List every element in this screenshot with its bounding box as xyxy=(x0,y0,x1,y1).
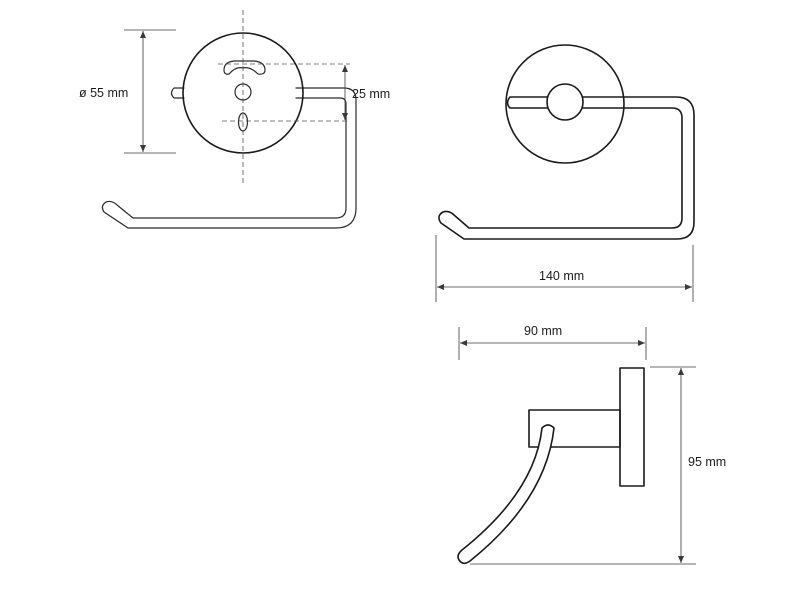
front-view-rod xyxy=(438,96,695,240)
front-view: 140 mm xyxy=(435,44,695,302)
side-view: 90 mm 95 mm xyxy=(457,324,726,565)
mounting-plate xyxy=(182,32,304,154)
depth-label: 90 mm xyxy=(524,324,562,338)
mounting-view-stub xyxy=(170,87,185,99)
side-view-arm xyxy=(528,409,621,448)
front-view-cap xyxy=(546,83,584,121)
height-label: 95 mm xyxy=(688,455,726,469)
side-view-rod xyxy=(457,424,555,565)
side-view-plate xyxy=(619,367,645,487)
hole-spacing-label: 25 mm xyxy=(352,87,390,101)
mounting-view: ø 55 mm 25 mm xyxy=(79,10,390,229)
front-view-plate xyxy=(505,44,625,164)
keyhole-slot xyxy=(223,60,266,75)
mounting-view-rod xyxy=(101,87,357,229)
diameter-label: ø 55 mm xyxy=(79,86,128,100)
width-label: 140 mm xyxy=(539,269,584,283)
